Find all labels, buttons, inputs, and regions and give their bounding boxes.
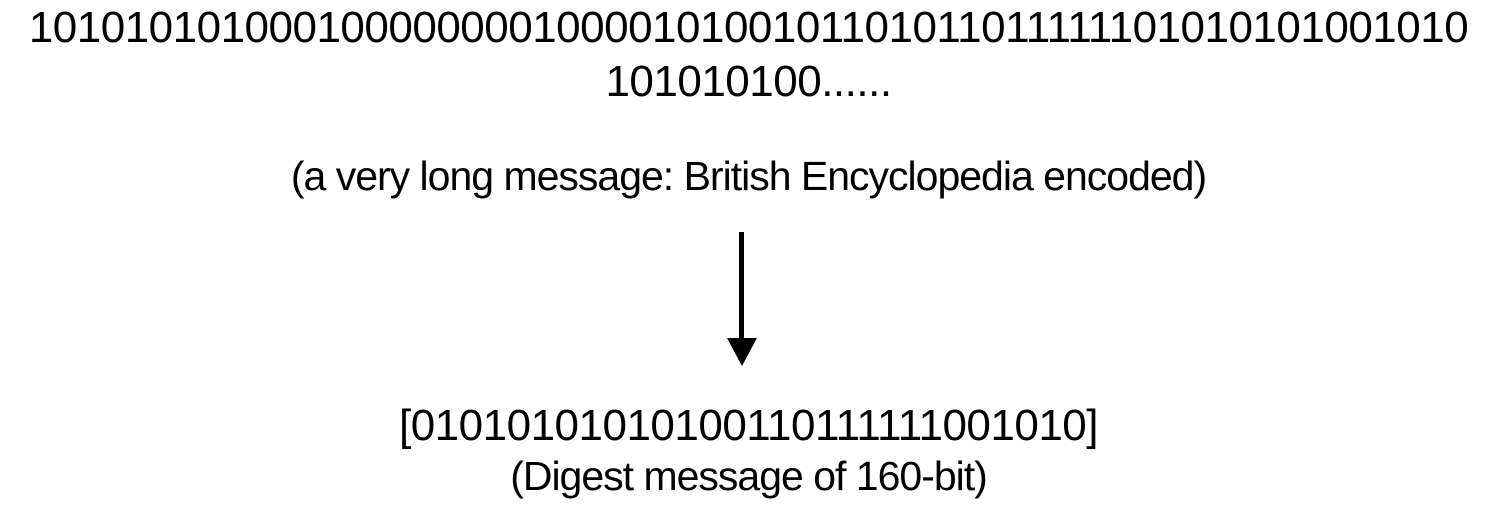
message-binary-line2: 101010100...... bbox=[605, 57, 892, 106]
arrow-head bbox=[727, 338, 757, 366]
message-binary-line1: 1010101010001000000001000010100101101011… bbox=[28, 3, 1469, 52]
arrow-shaft bbox=[739, 232, 744, 340]
digest-caption: (Digest message of 160-bit) bbox=[510, 453, 988, 499]
message-caption: (a very long message: British Encycloped… bbox=[290, 153, 1207, 199]
digest-value: [01010101010100110111111001010] bbox=[398, 401, 1099, 450]
